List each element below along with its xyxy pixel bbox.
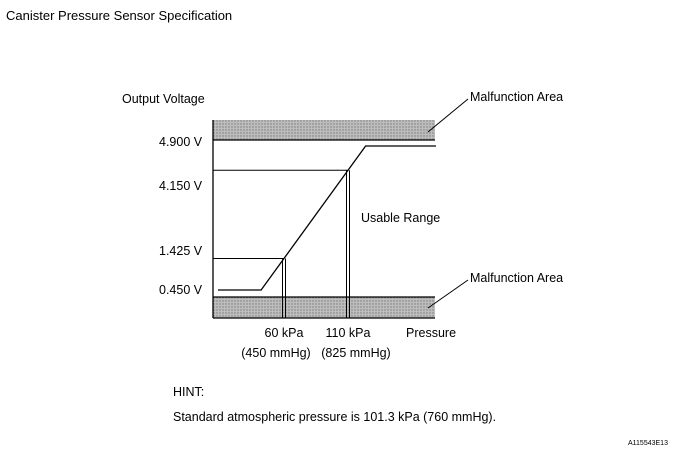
lower-callout-line: [427, 279, 469, 309]
malfunction-band-upper: [213, 120, 435, 140]
malfunction-band-lower: [213, 297, 435, 318]
y-tick-label: 4.900 V: [159, 135, 203, 149]
hint-label: HINT:: [173, 385, 205, 399]
figure-id: A115543E13: [628, 440, 668, 447]
y-axis-label: Output Voltage: [122, 92, 205, 106]
lower-malfunction-label: Malfunction Area: [470, 271, 563, 285]
upper-malfunction-label: Malfunction Area: [470, 90, 563, 104]
page-title: Canister Pressure Sensor Specification: [6, 8, 233, 23]
usable-range-label: Usable Range: [361, 211, 440, 225]
y-tick-label: 1.425 V: [159, 244, 203, 258]
x-tick-label: 60 kPa: [265, 326, 304, 340]
y-tick-label: 0.450 V: [159, 283, 203, 297]
x-tick-sublabel: (825 mmHg): [321, 346, 390, 360]
x-tick-sublabel: (450 mmHg): [241, 346, 310, 360]
x-tick-label: 110 kPa: [326, 326, 371, 340]
hint-text: Standard atmospheric pressure is 101.3 k…: [173, 410, 497, 424]
upper-callout-line: [427, 98, 469, 133]
voltage-curve: [218, 145, 436, 291]
y-tick-label: 4.150 V: [159, 179, 203, 193]
x-axis-label: Pressure: [406, 326, 456, 340]
